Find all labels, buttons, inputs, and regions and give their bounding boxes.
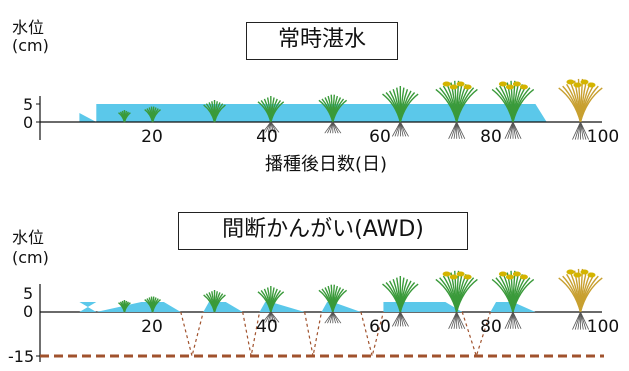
p1-rice-plant-5 bbox=[382, 86, 419, 137]
panel2-xtick-20: 20 bbox=[141, 317, 163, 337]
panel1-xtick-80: 80 bbox=[480, 127, 502, 147]
panel1-xtick-40: 40 bbox=[256, 127, 278, 147]
p2-water-1 bbox=[96, 302, 181, 312]
panel1-ytick-5: 5 bbox=[23, 95, 34, 114]
p2-rice-plant-1 bbox=[144, 296, 161, 313]
panel1-xtick-60: 60 bbox=[369, 127, 391, 147]
panel2-ylabel-line1: 水位 bbox=[12, 228, 45, 247]
p1-rice-plant-2 bbox=[203, 100, 226, 123]
panel2-ylabel-line2: (cm) bbox=[12, 248, 49, 267]
p2-drain-2 bbox=[304, 311, 323, 357]
p2-rice-plant-4 bbox=[318, 284, 348, 324]
panel2-xtick-40: 40 bbox=[256, 317, 278, 337]
panel1-ytick-0: 0 bbox=[23, 113, 34, 132]
panel2-ytick-neg15: -15 bbox=[8, 347, 35, 366]
p2-water-3 bbox=[259, 302, 305, 312]
p2-water-0 bbox=[79, 302, 97, 312]
panel1-ylabel-line2: (cm) bbox=[12, 36, 49, 55]
p1-rice-plant-8 bbox=[558, 78, 603, 140]
p1-rice-plant-7 bbox=[491, 80, 535, 139]
p2-rice-plant-2 bbox=[203, 290, 226, 313]
p1-rice-plant-4 bbox=[318, 94, 348, 134]
p2-rice-plant-7 bbox=[491, 270, 535, 329]
panel2-ytick-0: 0 bbox=[23, 302, 34, 321]
p2-drain-0 bbox=[180, 311, 204, 357]
p2-rice-plant-3 bbox=[257, 286, 285, 323]
panel1-ylabel-line1: 水位 bbox=[12, 18, 45, 37]
panel2-xtick-60: 60 bbox=[369, 317, 391, 337]
p1-water-seedbed bbox=[79, 113, 97, 122]
p1-rice-plant-3 bbox=[257, 96, 285, 133]
p1-water-flooded bbox=[96, 104, 547, 122]
p2-rice-plant-5 bbox=[382, 276, 419, 327]
p2-water-2 bbox=[203, 302, 243, 312]
p2-water-5 bbox=[383, 302, 463, 312]
p2-rice-plant-8 bbox=[558, 268, 603, 330]
panel1-xlabel: 播種後日数(日) bbox=[264, 154, 388, 175]
panel1-xtick-100: 100 bbox=[586, 127, 620, 147]
p1-rice-plant-0 bbox=[118, 110, 131, 123]
panel1-title: 常時湛水 bbox=[246, 22, 398, 60]
panel1-xtick-20: 20 bbox=[141, 127, 163, 147]
p2-water-4 bbox=[321, 302, 361, 312]
panel2-title: 間断かんがい(AWD) bbox=[178, 212, 468, 250]
panel2-ytick-5: 5 bbox=[23, 284, 34, 303]
panel2-xtick-80: 80 bbox=[480, 317, 502, 337]
p1-rice-plant-6 bbox=[435, 80, 478, 139]
p2-drain-1 bbox=[242, 311, 261, 357]
p2-rice-plant-6 bbox=[435, 270, 478, 329]
panel2-xtick-100: 100 bbox=[586, 317, 620, 337]
p2-rice-plant-0 bbox=[118, 300, 131, 313]
p1-rice-plant-1 bbox=[144, 106, 161, 123]
